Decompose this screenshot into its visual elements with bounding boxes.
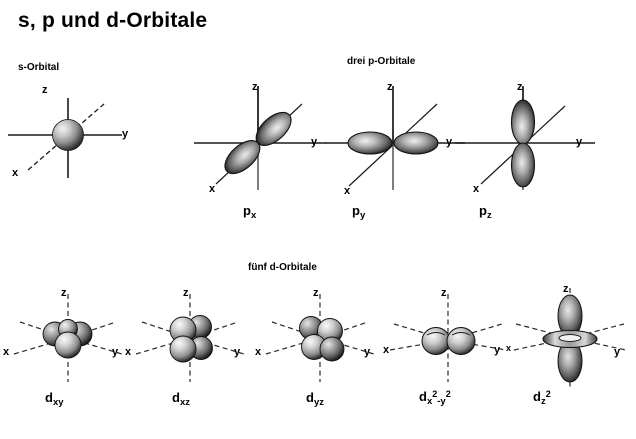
orbital-dx2y2 [386,288,518,388]
section-heading-d: fünf d-Orbitale [248,262,317,273]
section-heading-p: drei p-Orbitale [347,56,416,67]
axis-label-x-pz: x [473,183,480,195]
axis-label-x-px: x [209,183,216,195]
axis-label-y-dz2: y [614,346,621,358]
axis-label-x-dxy: x [3,346,10,358]
axis-label-z-dxz: z [183,287,189,299]
axis-label-z-dxy: z [61,287,67,299]
axis-label-x-dz2: x [506,343,512,353]
orbital-dz2 [508,284,636,392]
axis-label-z-py: z [387,81,393,93]
axis-label-y-dx2y2: y [494,344,501,356]
orbital-label-py-sub: y [359,210,366,221]
axis-label-x-dx2y2: x [383,344,390,356]
orbital-dxy [6,288,138,388]
orbital-pz [455,78,615,198]
axis-label-z-px: z [252,81,258,93]
orbital-label-dyz: dyz [306,390,324,408]
orbital-label-dx2y2-base: d [419,389,427,404]
axis-label-y-px: y [311,136,318,148]
orbital-dxz [128,288,260,388]
axis-label-y-py: y [446,136,453,148]
axis-label-z-dyz: z [313,287,319,299]
orbital-label-pz: pz [479,203,492,221]
axis-label-z-s: z [42,84,48,96]
orbital-label-dx2y2-sup: 2 [432,389,438,399]
orbital-label-dx2y2-sup2: 2 [445,389,451,399]
axis-label-y-dxy: y [112,346,119,358]
section-heading-s: s-Orbital [18,62,60,73]
axis-label-x-py: x [344,185,351,197]
orbital-label-dxy-base: d [45,390,53,405]
page-title: s, p und d-Orbitale [18,9,208,32]
orbital-label-dxz-sub: xz [179,397,190,408]
orbital-dyz [258,288,390,388]
axis-label-y-s: y [122,128,129,140]
orbital-label-dyz-base: d [306,390,314,405]
orbital-label-px-sub: x [250,210,257,221]
orbital-s [0,82,150,192]
axis-label-x-s: x [12,167,19,179]
orbital-px [190,78,340,198]
orbital-label-dx2y2-sub2: -y [437,396,446,407]
orbital-py [325,78,475,198]
axis-label-y-dxz: y [234,346,241,358]
orbital-label-dz2-sup: 2 [545,389,551,399]
orbital-label-py-base: p [352,203,360,218]
orbital-label-px: px [243,203,256,221]
orbital-label-pz-sub: z [486,210,492,221]
axis-label-x-dyz: x [255,346,262,358]
orbital-label-py: py [352,203,365,221]
orbital-label-dxz: dxz [172,390,190,408]
axis-label-y-pz: y [576,136,583,148]
orbital-label-dxy-sub: xy [52,397,64,408]
axis-label-z-dz2: z [563,283,569,295]
orbital-label-dx2y2: dx2-y2 [419,389,451,407]
orbital-label-dz2-sub: z [540,396,546,407]
axis-label-y-dyz: y [364,346,371,358]
axis-label-x-dxz: x [125,346,132,358]
orbital-label-px-base: p [243,203,251,218]
orbital-label-dz2-base: d [533,389,541,404]
orbital-label-dz2: dz2 [533,389,551,407]
orbital-label-dxz-base: d [172,390,180,405]
axis-label-z-pz: z [517,81,523,93]
orbital-label-dxy: dxy [45,390,64,408]
orbital-label-dx2y2-sub: x [426,396,433,407]
axis-label-z-dx2y2: z [441,287,447,299]
orbital-label-dyz-sub: yz [313,397,324,408]
orbital-label-pz-base: p [479,203,487,218]
